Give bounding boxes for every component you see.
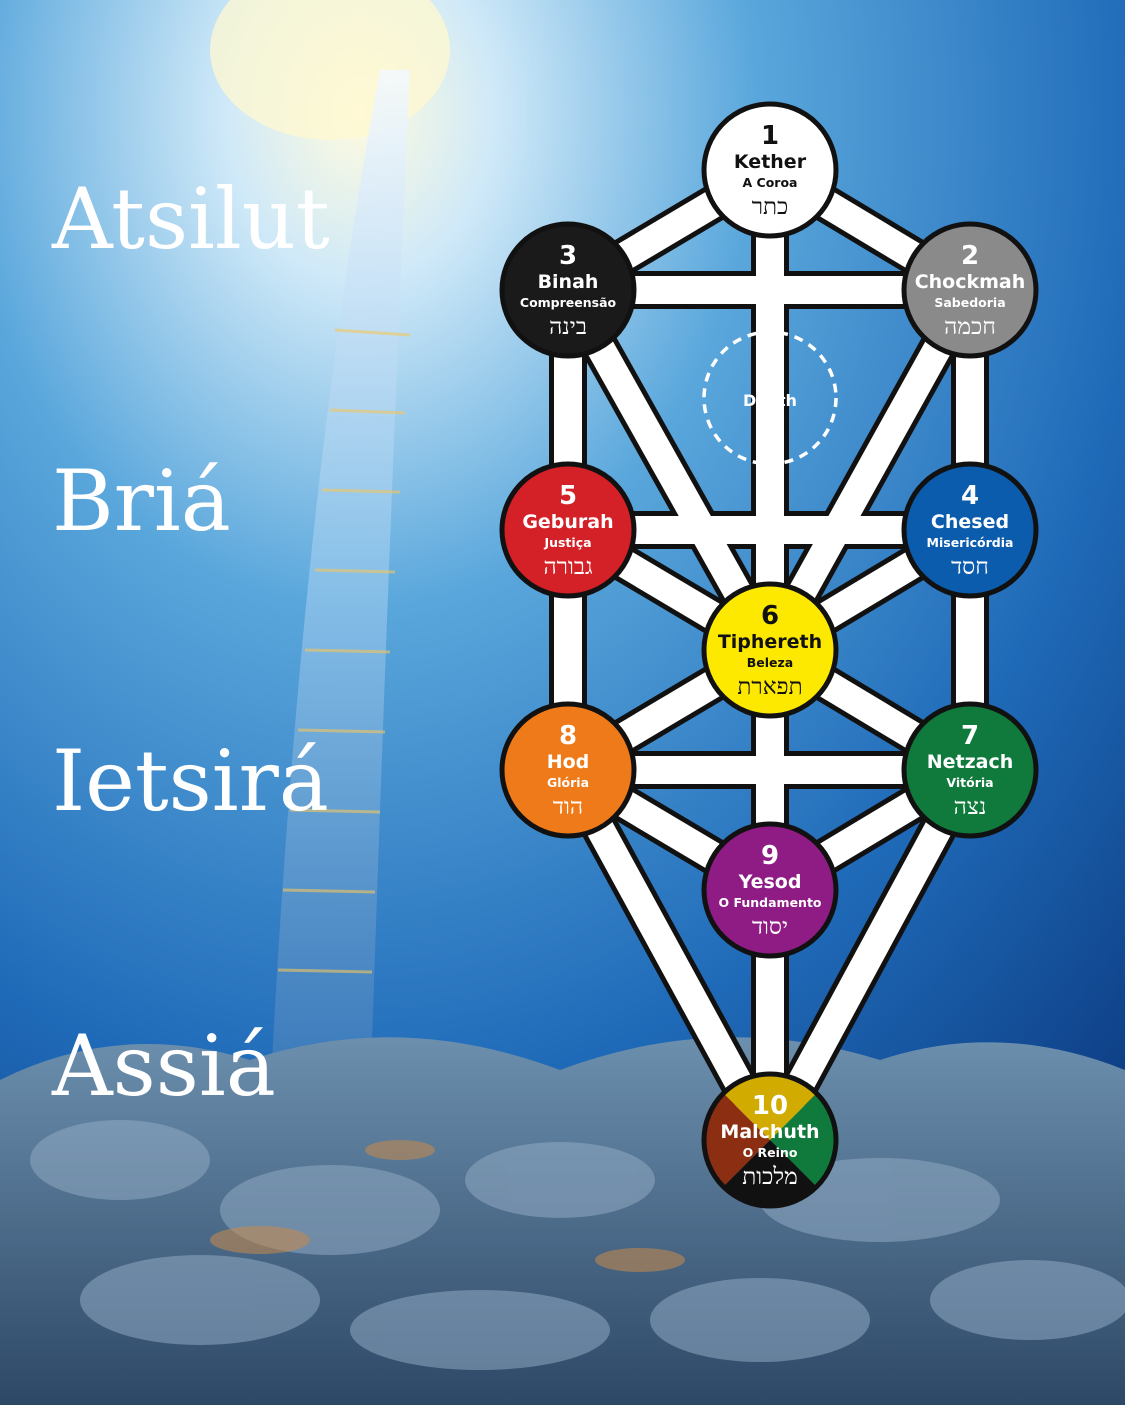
sephirah-name: Kether <box>734 151 807 173</box>
sephirah-name: Chockmah <box>915 271 1026 293</box>
sephirah-number: 2 <box>961 241 979 271</box>
sephirah-name: Yesod <box>738 871 802 893</box>
sephirah-name: Tiphereth <box>718 631 822 653</box>
sephirah-name: Hod <box>547 751 590 773</box>
ladder-of-light <box>270 70 410 1100</box>
sephirah-disc <box>901 221 1039 359</box>
worlds-labels: Atsilut Briá Ietsirá Assiá <box>51 170 330 1115</box>
sephirah-meaning: O Reino <box>743 1145 798 1160</box>
sephirah-meaning: Glória <box>547 775 589 790</box>
sephirah-hebrew: גבורה <box>543 554 592 580</box>
sephirah-disc <box>701 581 839 719</box>
sephirah-meaning: Beleza <box>747 655 793 670</box>
sephirah-number: 9 <box>761 841 779 871</box>
sephirah-name: Geburah <box>522 511 613 533</box>
daath: Daath <box>702 330 838 466</box>
sephirah-hebrew: מלכות <box>742 1164 798 1190</box>
sephirah-name: Netzach <box>927 751 1014 773</box>
malchuth-quarter-1 <box>770 1093 836 1187</box>
path-chockmah-tiphereth <box>757 283 983 657</box>
sephirah-name: Chesed <box>931 511 1009 533</box>
sephirah-hebrew: בינה <box>549 314 587 340</box>
sephirah-disc <box>499 221 637 359</box>
world-label-bria: Briá <box>52 452 231 550</box>
path-hod-malchuth <box>555 763 783 1147</box>
daath-label: Daath <box>743 391 797 410</box>
malchuth-quarter-2 <box>723 1140 817 1206</box>
sephirah-disc <box>901 701 1039 839</box>
sephirah-hebrew: נצה <box>954 794 987 820</box>
sephirah-number: 10 <box>752 1091 788 1121</box>
sephirah-number: 5 <box>559 481 577 511</box>
sephirah-meaning: Misericórdia <box>927 535 1014 550</box>
sephirah-disc <box>901 461 1039 599</box>
sephirah-hebrew: יסוד <box>752 914 788 940</box>
sephirah-number: 1 <box>761 121 779 151</box>
sephirah-meaning: Compreensão <box>520 295 617 310</box>
path-netzach-malchuth <box>757 763 983 1147</box>
sephirah-meaning: Justiça <box>543 535 591 550</box>
sephirah-meaning: Vitória <box>946 775 993 790</box>
sephirah-disc <box>701 101 839 239</box>
path-binah-tiphereth <box>555 283 783 657</box>
sephirah-hebrew: חסד <box>951 554 989 580</box>
sephirah-meaning: Sabedoria <box>934 295 1005 310</box>
sephirah-number: 7 <box>961 721 979 751</box>
sephirah-number: 4 <box>961 481 979 511</box>
malchuth-quarter-0 <box>723 1074 817 1140</box>
world-label-ietsira: Ietsirá <box>52 732 329 830</box>
sephirah-hebrew: כתר <box>752 194 789 220</box>
sephirah-hebrew: תפארת <box>737 674 802 700</box>
sephirah-name: Binah <box>538 271 599 293</box>
sephirah-number: 3 <box>559 241 577 271</box>
sephirah-ring <box>701 1071 839 1209</box>
sephirah-number: 8 <box>559 721 577 751</box>
sephirah-disc <box>499 701 637 839</box>
sephirah-disc <box>499 461 637 599</box>
sephirah-meaning: A Coroa <box>743 175 798 190</box>
malchuth-quarter-3 <box>704 1093 770 1187</box>
world-label-atsilut: Atsilut <box>51 170 330 268</box>
sephirah-hebrew: הוד <box>553 794 583 820</box>
sephirah-meaning: O Fundamento <box>718 895 821 910</box>
sephirah-number: 6 <box>761 601 779 631</box>
sephirah-disc <box>701 821 839 959</box>
sephirah-hebrew: חכמה <box>944 314 996 340</box>
world-label-assia: Assiá <box>51 1017 276 1115</box>
sephirah-name: Malchuth <box>720 1121 819 1143</box>
